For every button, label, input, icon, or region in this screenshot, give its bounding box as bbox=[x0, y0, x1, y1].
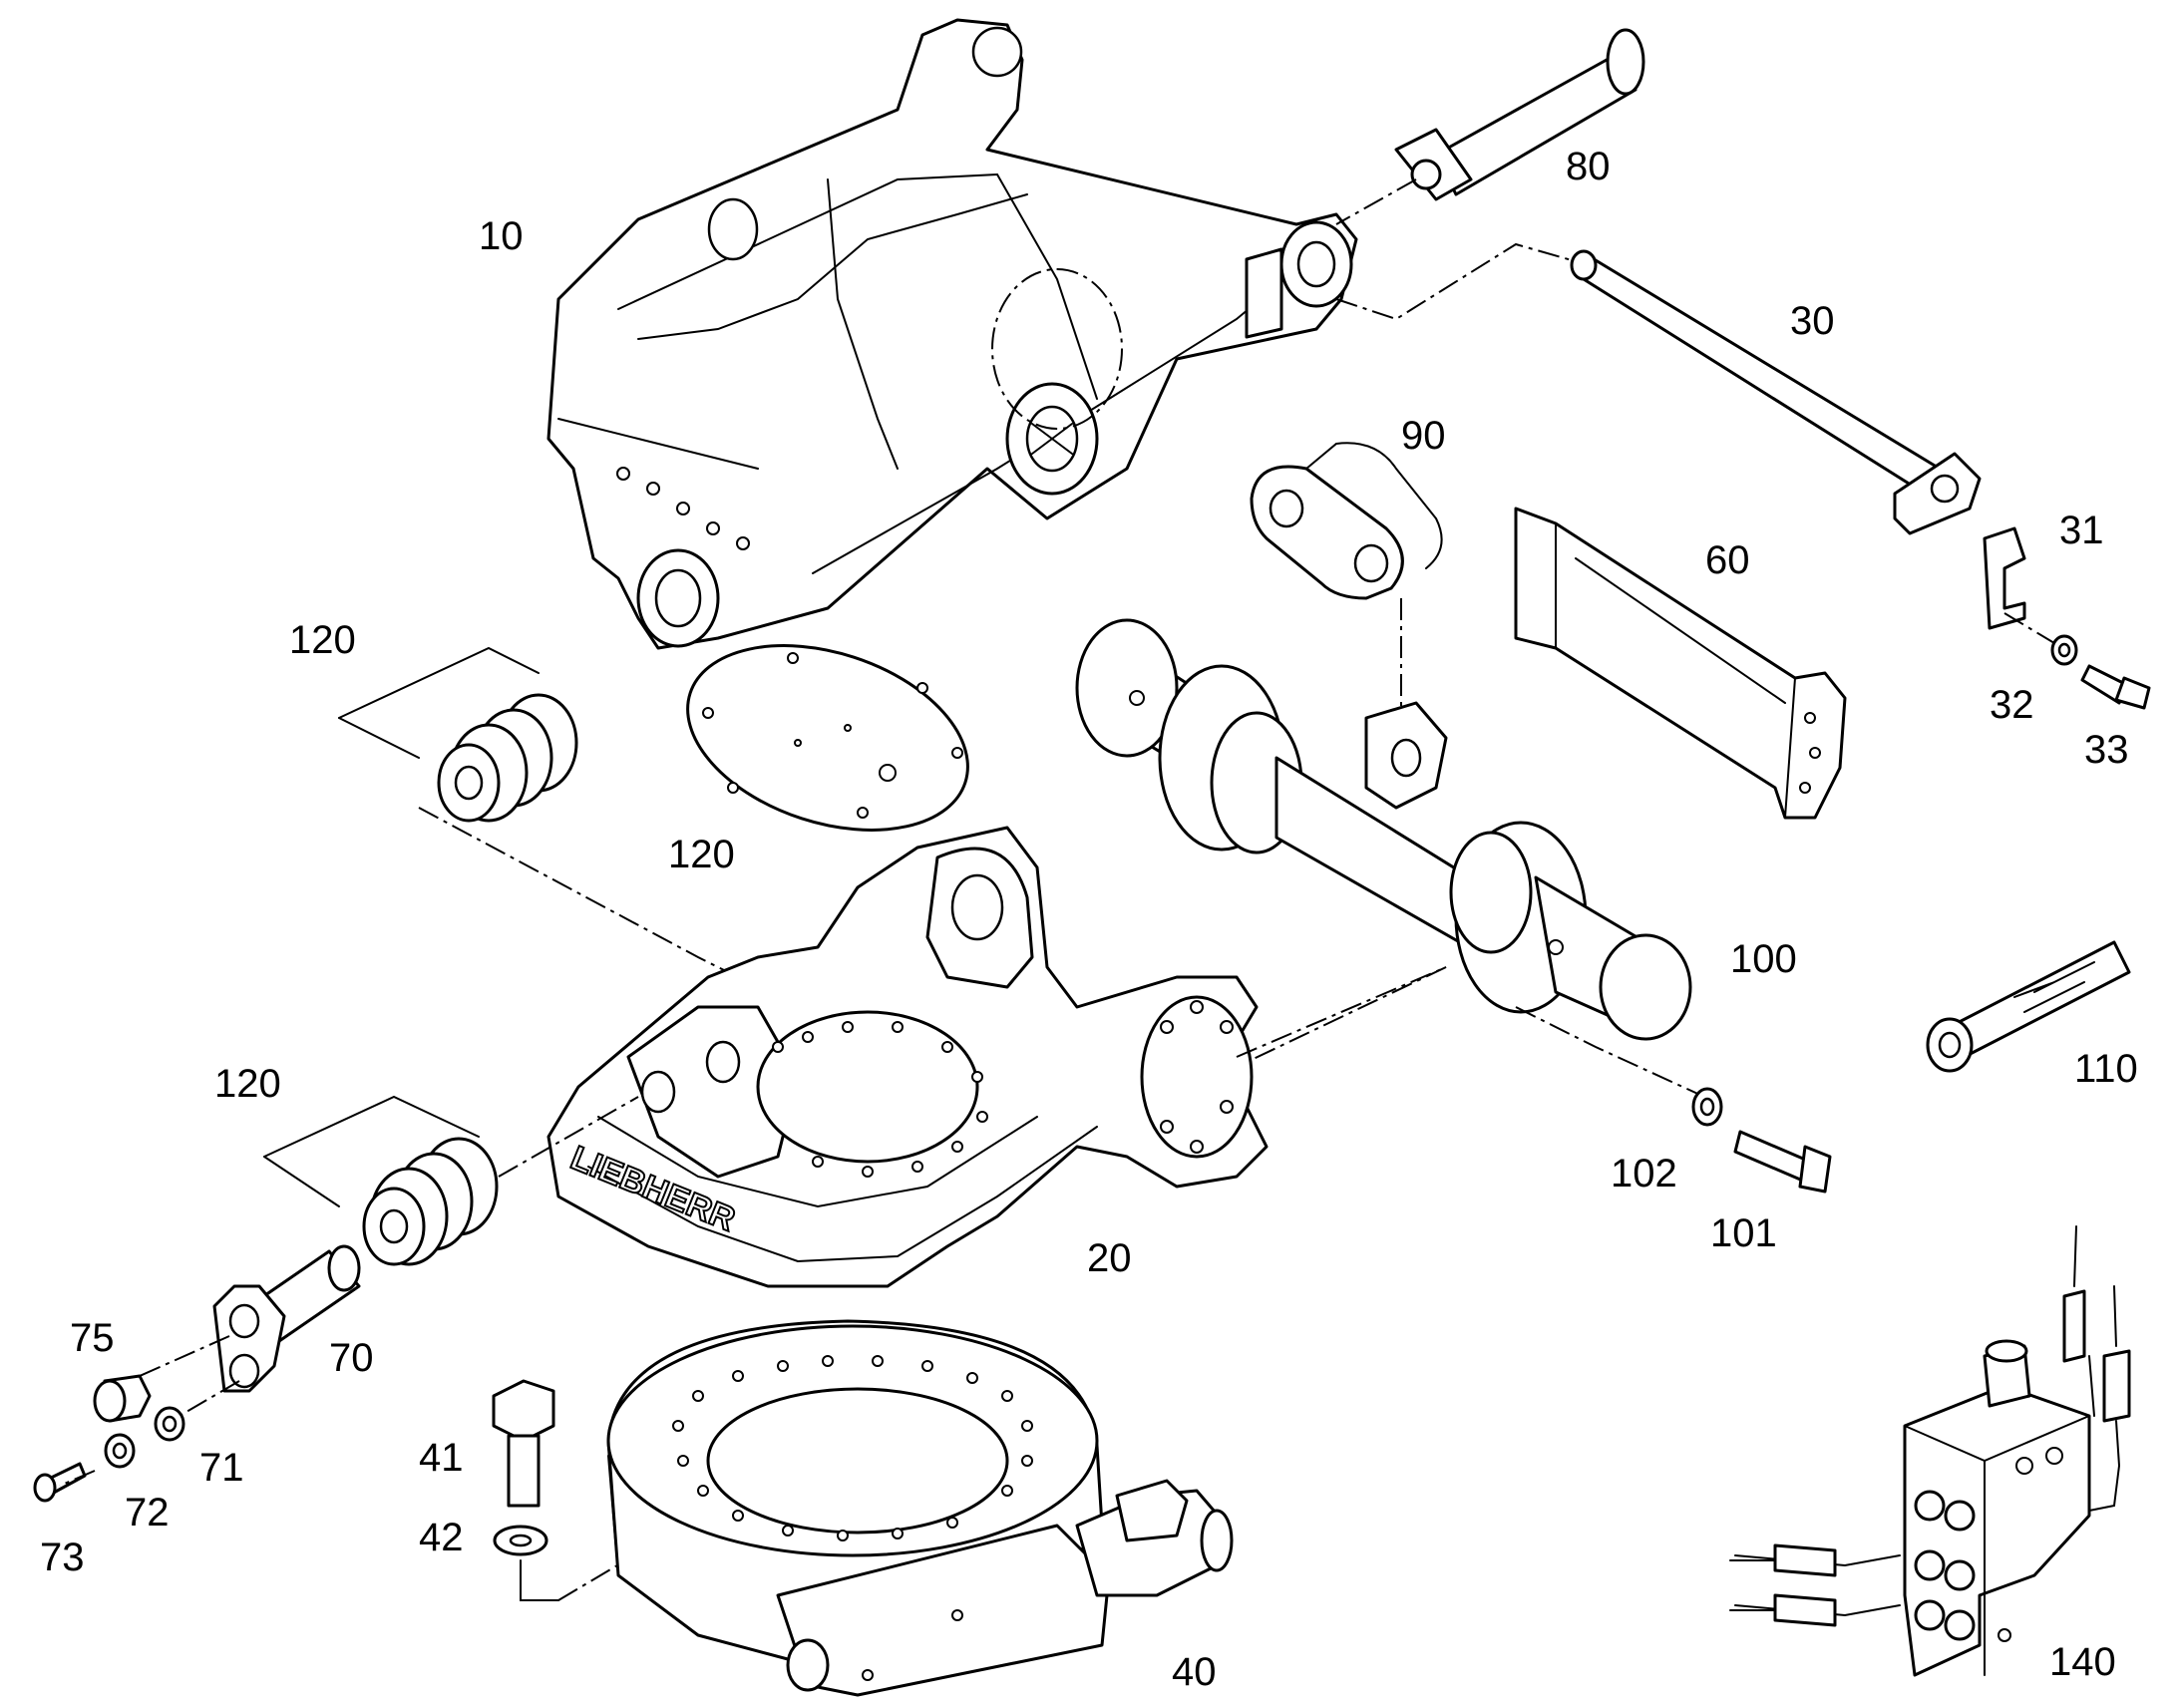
part-20-swing-frame: LIEBHERR bbox=[546, 826, 1269, 1288]
callout-90: 90 bbox=[1401, 414, 1446, 458]
callout-100: 100 bbox=[1730, 937, 1797, 981]
part-30-long-pin bbox=[1570, 249, 1982, 535]
part-140-valve-block bbox=[1729, 1225, 2131, 1677]
callout-20: 20 bbox=[1087, 1236, 1132, 1280]
part-72-washer bbox=[104, 1433, 136, 1469]
callout-72: 72 bbox=[125, 1491, 170, 1535]
part-73-screw bbox=[33, 1462, 87, 1503]
callout-120-lower: 120 bbox=[214, 1062, 281, 1106]
part-90-link bbox=[1250, 442, 1443, 600]
callout-80: 80 bbox=[1566, 145, 1611, 188]
callout-75: 75 bbox=[70, 1316, 115, 1360]
callout-30: 30 bbox=[1790, 299, 1835, 343]
part-80-pin bbox=[1394, 28, 1645, 201]
callout-71: 71 bbox=[199, 1446, 244, 1490]
callout-31: 31 bbox=[2059, 509, 2104, 552]
part-70-pin bbox=[212, 1244, 361, 1393]
part-120-bushing-lower bbox=[362, 1137, 499, 1266]
part-40-slewing-ring bbox=[606, 1319, 1234, 1697]
part-120-plate bbox=[686, 644, 969, 832]
callout-73: 73 bbox=[40, 1536, 85, 1579]
part-60-guard bbox=[1514, 507, 1847, 820]
callout-10: 10 bbox=[479, 214, 524, 258]
part-33-bolt bbox=[2080, 664, 2151, 710]
part-42-washer bbox=[493, 1525, 548, 1556]
callout-40: 40 bbox=[1172, 1650, 1217, 1694]
part-31-clamp bbox=[1983, 526, 2026, 630]
callout-70: 70 bbox=[329, 1336, 374, 1380]
callout-42: 42 bbox=[419, 1516, 464, 1559]
callout-101: 101 bbox=[1710, 1211, 1777, 1255]
callout-102: 102 bbox=[1611, 1152, 1677, 1196]
callout-60: 60 bbox=[1705, 538, 1750, 582]
part-102-washer bbox=[1691, 1087, 1723, 1127]
part-41-bolt bbox=[492, 1379, 555, 1508]
part-101-bolt bbox=[1733, 1130, 1832, 1194]
part-32-washer bbox=[2050, 634, 2078, 666]
callout-41: 41 bbox=[419, 1436, 464, 1480]
callout-120-plate: 120 bbox=[668, 833, 735, 876]
callout-120-upper: 120 bbox=[289, 618, 356, 662]
part-71-nut bbox=[154, 1406, 185, 1442]
part-120-bushing-upper bbox=[437, 693, 578, 823]
callout-110: 110 bbox=[2074, 1047, 2138, 1091]
part-75-cap bbox=[93, 1374, 152, 1423]
part-110-hose-fitting bbox=[1926, 940, 2131, 1073]
part-10-bracket bbox=[546, 18, 1358, 650]
callout-33: 33 bbox=[2084, 728, 2129, 772]
callout-32: 32 bbox=[1990, 683, 2034, 727]
callout-140: 140 bbox=[2049, 1640, 2116, 1684]
part-100-axle bbox=[1075, 618, 1692, 1041]
